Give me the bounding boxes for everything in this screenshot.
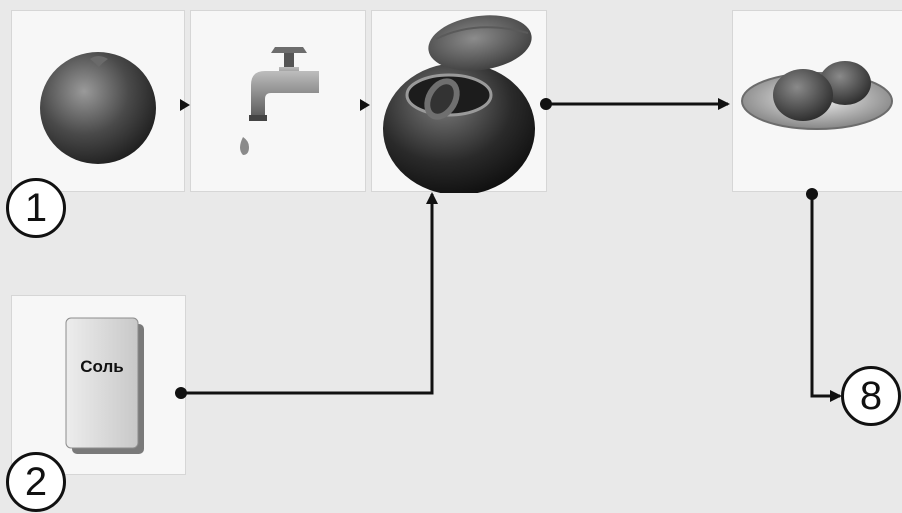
step-2-badge: 2 [6, 452, 66, 512]
arrow-tap-to-pot [360, 99, 370, 111]
arrow-pot-to-plate [540, 98, 728, 110]
step-1-badge: 1 [6, 178, 66, 238]
step-8-badge: 8 [841, 366, 901, 426]
arrow-plate-to-step-8 [806, 188, 840, 396]
arrow-tomato-to-tap [180, 99, 190, 111]
arrow-salt-to-pot [175, 194, 432, 399]
